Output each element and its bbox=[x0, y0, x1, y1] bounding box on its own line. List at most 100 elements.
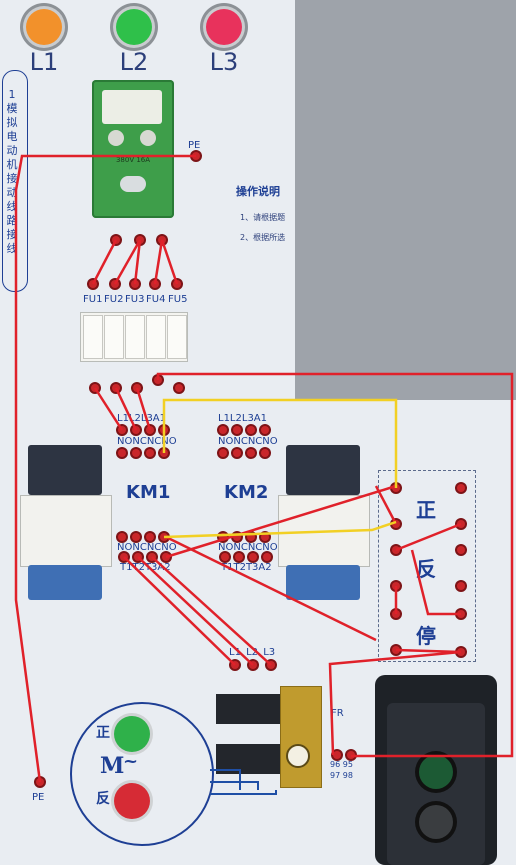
km2-top-nc-labels: NONCNCNO bbox=[218, 436, 278, 447]
ctl-stop-wire bbox=[395, 549, 462, 654]
breaker-brand-badge bbox=[120, 176, 146, 192]
km1-label: KM1 bbox=[126, 482, 171, 503]
breaker-handle[interactable] bbox=[102, 90, 162, 124]
fuse-holder-5[interactable] bbox=[167, 315, 187, 359]
pushbutton-station bbox=[375, 675, 497, 865]
breaker-to-fu5 bbox=[160, 239, 179, 285]
km1-outputs bbox=[123, 556, 272, 666]
km1-bottom-labels: T1T2T3A2 bbox=[120, 562, 171, 573]
motor-indicator-reverse bbox=[114, 783, 150, 819]
km2-no-top[interactable] bbox=[219, 449, 227, 457]
ctl-forward-no-in[interactable] bbox=[457, 484, 465, 492]
instructions-line-2: 2、根据所选 bbox=[240, 233, 286, 242]
km1-nc-bottom-2[interactable] bbox=[146, 533, 154, 541]
thermal-relay bbox=[216, 686, 322, 796]
relay-input-labels: L1 L2 L3 bbox=[229, 647, 276, 658]
relay-95[interactable] bbox=[333, 751, 341, 759]
km1-nc-top-2[interactable] bbox=[146, 449, 154, 457]
km2-nc-bottom-2[interactable] bbox=[247, 533, 255, 541]
motor-reverse-label: 反 bbox=[96, 791, 110, 807]
station-green-button[interactable] bbox=[419, 755, 453, 789]
km2-l2[interactable] bbox=[233, 426, 241, 434]
breaker-screw-left bbox=[108, 130, 124, 146]
breaker-to-fu2 bbox=[113, 239, 142, 285]
km2-t3[interactable] bbox=[249, 553, 257, 561]
fuse-label-1: FU1 bbox=[83, 294, 103, 305]
fuse-output-5[interactable] bbox=[175, 384, 183, 392]
lamp-l2-label: L2 bbox=[119, 48, 149, 76]
fuse-holder-4[interactable] bbox=[146, 315, 166, 359]
breaker-to-fu4 bbox=[153, 239, 164, 285]
km2-bottom-block bbox=[286, 565, 360, 600]
km2-no-top-2[interactable] bbox=[261, 449, 269, 457]
km2-t1[interactable] bbox=[221, 553, 229, 561]
ctl-reverse-no-in[interactable] bbox=[457, 546, 465, 554]
side-title: 1 模拟电动机接动线路接线 bbox=[6, 88, 18, 255]
fuse-label-5: FU5 bbox=[168, 294, 188, 305]
motor-wire-2 bbox=[210, 781, 259, 790]
pe-top-label: PE bbox=[188, 140, 201, 151]
motor-forward-label: 正 bbox=[96, 725, 110, 741]
km2-nc-top-2[interactable] bbox=[247, 449, 255, 457]
km2-no-bottom-2[interactable] bbox=[261, 533, 269, 541]
km1-nc-top-1[interactable] bbox=[132, 449, 140, 457]
relay-contacts-bottom-label: 97 98 bbox=[330, 771, 353, 780]
km1-body bbox=[20, 495, 112, 567]
motor-wire-3 bbox=[210, 790, 277, 795]
km2-bottom-labels: T1T2T3A2 bbox=[221, 562, 272, 573]
yellow-wire-bottom bbox=[163, 520, 397, 539]
fuse-holder-1[interactable] bbox=[83, 315, 103, 359]
lamp-l1-label: L1 bbox=[29, 48, 59, 76]
yellow-wire-top bbox=[162, 398, 398, 488]
km1-no-top[interactable] bbox=[118, 449, 126, 457]
km1-top-nc-labels: NONCNCNO bbox=[117, 436, 177, 447]
km2-no-bottom[interactable] bbox=[219, 533, 227, 541]
km1-a2-to-ctl bbox=[165, 484, 397, 559]
lamp-l3 bbox=[206, 9, 242, 45]
control-reverse-label: 反 bbox=[416, 557, 436, 581]
km1-no-bottom[interactable] bbox=[118, 533, 126, 541]
km1-top-labels: L1L2L3A1 bbox=[117, 413, 167, 424]
station-black-button[interactable] bbox=[419, 805, 453, 839]
km2-t2[interactable] bbox=[235, 553, 243, 561]
fuse-label-2: FU2 bbox=[104, 294, 124, 305]
km2-a1[interactable] bbox=[261, 426, 269, 434]
instructions-title: 操作说明 bbox=[236, 185, 280, 198]
km1-bottom-nc-labels: NONCNCNO bbox=[117, 542, 177, 553]
fu4-loop bbox=[156, 372, 514, 758]
ctl-reverse-no-out[interactable] bbox=[457, 582, 465, 590]
fuse-label-4: FU4 bbox=[146, 294, 166, 305]
km1-nc-bottom-1[interactable] bbox=[132, 533, 140, 541]
km2-nc-top-1[interactable] bbox=[233, 449, 241, 457]
fuse-holder-3[interactable] bbox=[125, 315, 145, 359]
pe-wire bbox=[14, 154, 196, 783]
relay-top-terminals bbox=[216, 694, 280, 724]
control-stop-label: 停 bbox=[416, 624, 436, 648]
km2-bottom-nc-labels: NONCNCNO bbox=[218, 542, 278, 553]
km2-top-block bbox=[286, 445, 360, 495]
km2-l3[interactable] bbox=[247, 426, 255, 434]
km1-bottom-nc-to-stop bbox=[165, 535, 377, 642]
km2-top-labels: L1L2L3A1 bbox=[218, 413, 268, 424]
lamp-l1 bbox=[26, 9, 62, 45]
motor-indicator-forward bbox=[114, 716, 150, 752]
lamp-l2 bbox=[116, 9, 152, 45]
km2-a2[interactable] bbox=[263, 553, 271, 561]
km2-l1[interactable] bbox=[219, 426, 227, 434]
fuse-holder-2[interactable] bbox=[104, 315, 124, 359]
km2-label: KM2 bbox=[224, 482, 269, 503]
km1-top-block bbox=[28, 445, 102, 495]
ctl-forward-wire bbox=[374, 485, 462, 552]
relay-body bbox=[280, 686, 322, 788]
fuse-label-3: FU3 bbox=[125, 294, 145, 305]
circuit-breaker[interactable]: 380V 16A bbox=[92, 80, 174, 218]
motor-label: M bbox=[100, 753, 125, 779]
breaker-screw-right bbox=[140, 130, 156, 146]
relay-fr-label: FR bbox=[331, 708, 344, 719]
panel-background-right bbox=[295, 0, 516, 400]
km2-nc-bottom-1[interactable] bbox=[233, 533, 241, 541]
km1-bottom-block bbox=[28, 565, 102, 600]
relay-dial[interactable] bbox=[286, 744, 310, 768]
contactor-km1 bbox=[20, 445, 112, 600]
